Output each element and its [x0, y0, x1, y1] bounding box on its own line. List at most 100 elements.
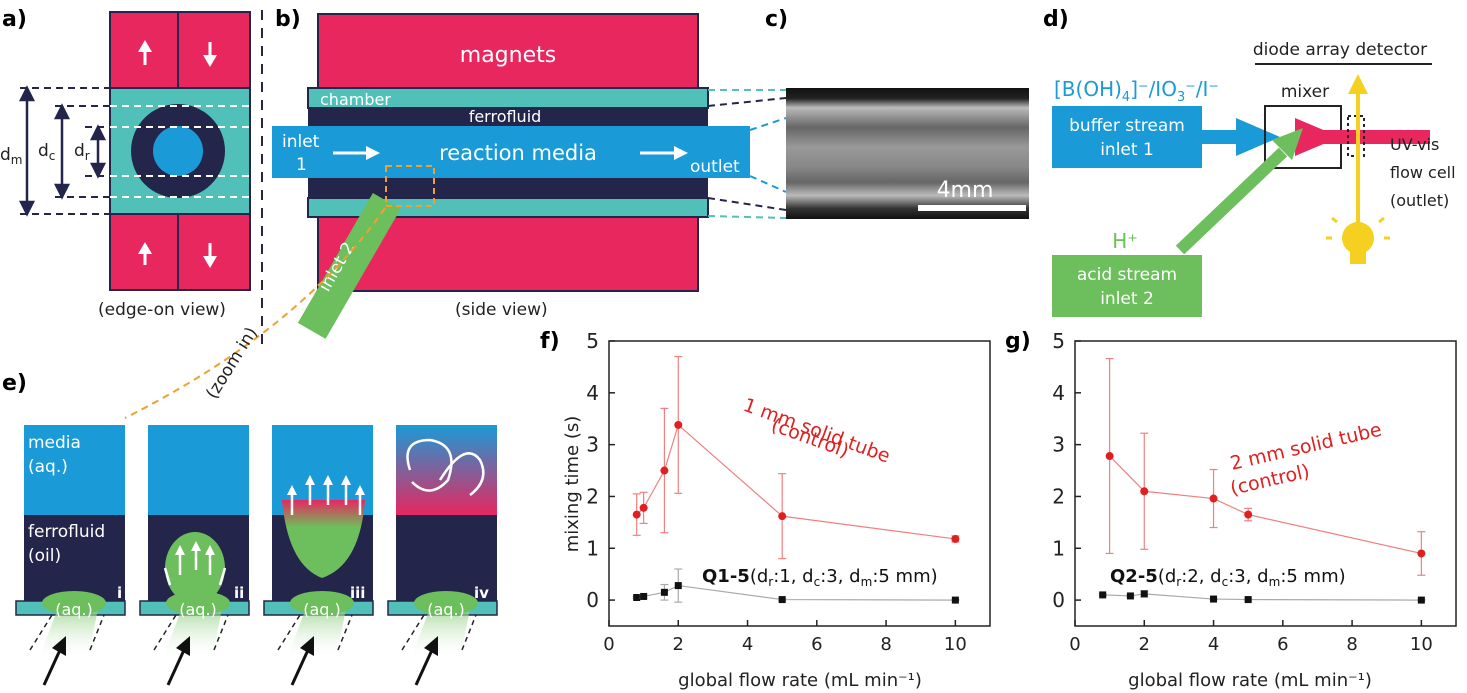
y-tick-label: 2	[1052, 484, 1065, 508]
ferrofluid-bottom	[308, 178, 708, 198]
svg-text:iii: iii	[350, 584, 365, 602]
uv-label-a: UV-vis	[1390, 135, 1439, 154]
data-point	[1126, 592, 1134, 600]
inlet-walls	[29, 614, 477, 651]
x-tick-label: 6	[811, 634, 822, 655]
droplet-iii	[282, 500, 365, 578]
chamber-label: chamber	[320, 90, 391, 109]
data-point	[640, 592, 648, 600]
plot-frame-g	[1074, 340, 1457, 627]
svg-text:(aq.): (aq.)	[179, 600, 217, 619]
ferro-label-a: ferrofluid	[28, 522, 105, 542]
ferrofluid-i	[24, 515, 125, 603]
dimension-guides	[20, 87, 110, 215]
dimension-arrows	[18, 85, 107, 217]
acid-stream-box	[1052, 255, 1202, 317]
media-label-a: media	[28, 433, 81, 453]
data-point	[633, 594, 641, 601]
xlabel-g: global flow rate (mL min⁻¹)	[1128, 670, 1372, 691]
x-tick-label: 10	[944, 634, 967, 655]
detector-label: diode array detector	[1253, 40, 1427, 60]
panel-label-b: b)	[275, 7, 301, 32]
inlet1-label-a: inlet	[282, 132, 320, 152]
svg-text:iv: iv	[474, 584, 489, 602]
mixer-label: mixer	[1281, 82, 1329, 102]
zoom-box	[385, 165, 435, 207]
data-point	[632, 510, 641, 519]
xlabel-f: global flow rate (mL min⁻¹)	[678, 670, 922, 691]
ferrofluid-iv	[396, 515, 497, 603]
svg-text:i: i	[117, 584, 122, 602]
ferro-label-b: (oil)	[28, 546, 61, 566]
data-point	[951, 596, 959, 604]
buffer-stream-box	[1052, 106, 1202, 168]
panel-label-e: e)	[2, 371, 27, 396]
ylabel-f: mixing time (s)	[562, 416, 583, 553]
zoom-line	[124, 207, 386, 419]
data-point	[674, 420, 683, 429]
caption-side-view: (side view)	[455, 300, 548, 320]
scale-label: 4mm	[937, 178, 994, 203]
y-tick-label: 3	[1052, 433, 1065, 457]
media-i	[24, 425, 125, 515]
data-point	[778, 596, 786, 604]
magnet-bottom	[109, 213, 251, 291]
panel-a: a)	[0, 7, 263, 345]
y-tick-label: 1	[1052, 536, 1065, 560]
magnet-top	[109, 11, 251, 89]
ferrofluid-label: ferrofluid	[469, 107, 542, 126]
acid-arrow	[1272, 128, 1303, 160]
data-point	[1417, 596, 1425, 604]
y-tick-label: 4	[586, 381, 599, 405]
legend-g: Q2-5(dr:2, dc:3, dm:5 mm)	[1110, 566, 1346, 589]
svg-text:(aq.): (aq.)	[427, 600, 465, 619]
data-point	[1417, 549, 1426, 558]
reagent-label: [B(OH)4]⁻/IO3⁻/I⁻	[1054, 77, 1219, 105]
data-point	[1209, 494, 1218, 503]
data-point	[674, 582, 682, 590]
x-tick-label: 0	[1069, 634, 1080, 655]
data-point	[1244, 510, 1253, 519]
magnets-top-b	[317, 13, 699, 89]
magnet-arrows	[138, 40, 217, 268]
data-point	[1105, 452, 1114, 461]
x-tick-label: 8	[1346, 634, 1357, 655]
svg-text:ii: ii	[234, 584, 244, 602]
x-tick-label: 0	[603, 634, 614, 655]
x-tick-label: 4	[742, 634, 753, 655]
media-ii	[148, 425, 249, 515]
svg-text:(aq.): (aq.)	[55, 600, 93, 619]
outlet-label: outlet	[690, 157, 740, 177]
data-point	[1099, 591, 1107, 599]
acid-stream-line	[1175, 147, 1288, 255]
chamber-bottom	[307, 197, 709, 218]
panel-e: e) media (aq.) ferrofluid (oil)	[2, 371, 498, 686]
panel-label-g: g)	[1005, 329, 1031, 354]
droplet-bases	[42, 591, 478, 615]
data-point	[1244, 596, 1252, 604]
data-point	[951, 534, 960, 543]
x-tick-label: 10	[1410, 634, 1433, 655]
y-tick-label: 2	[586, 484, 599, 508]
media-label-b: (aq.)	[28, 457, 68, 477]
buffer-label-a: buffer stream	[1069, 116, 1185, 136]
svg-text:(aq.): (aq.)	[303, 600, 341, 619]
x-tick-label: 4	[1208, 634, 1219, 655]
flow-arrows-b	[333, 146, 688, 160]
micrograph	[786, 88, 1029, 219]
aq-labels: (aq.) (aq.) (aq.) (aq.)	[55, 600, 465, 619]
panel-label-a: a)	[2, 7, 27, 32]
plot-frame-f	[608, 340, 991, 627]
y-tick-label: 5	[1052, 329, 1065, 353]
x-tick-label: 6	[1277, 634, 1288, 655]
inflow-arrows	[42, 636, 438, 686]
scale-bar	[918, 205, 1026, 211]
data-point	[1140, 487, 1149, 496]
vortex-icons	[406, 438, 485, 496]
ferrofluid-top	[308, 108, 708, 126]
legend-f: Q1-5(dr:1, dc:3, dm:5 mm)	[702, 566, 938, 589]
